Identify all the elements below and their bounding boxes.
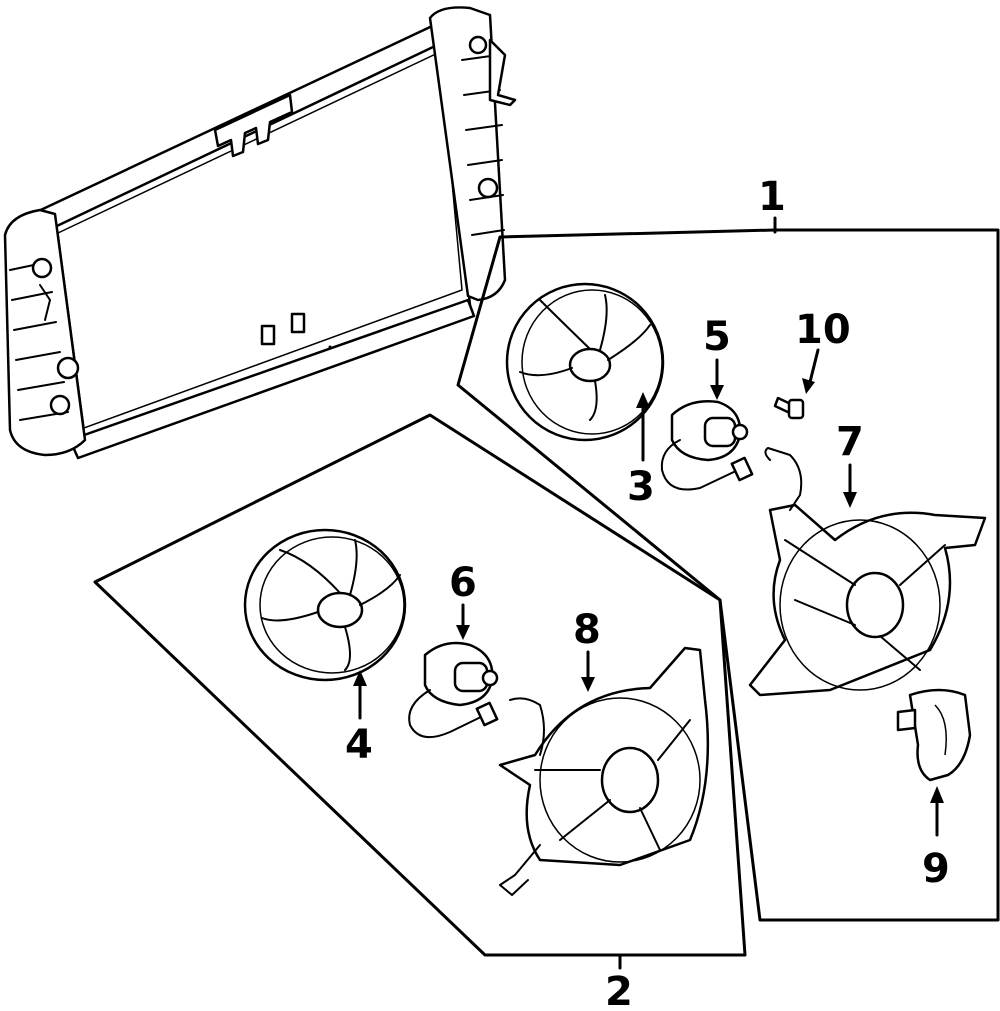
callout-4: 4 <box>345 722 373 768</box>
fan-blade-3 <box>505 282 665 442</box>
callout-3: 3 <box>627 464 655 510</box>
callout-5: 5 <box>703 314 731 360</box>
leader-lines <box>353 216 944 970</box>
callout-7: 7 <box>836 419 864 465</box>
callout-6: 6 <box>449 560 477 606</box>
assembly-1-outline <box>456 228 1000 922</box>
assembly-2-outline <box>93 413 747 957</box>
bracket-9 <box>896 688 972 782</box>
fan-motor-6 <box>408 641 499 739</box>
callout-1: 1 <box>758 174 786 220</box>
callout-9: 9 <box>922 846 950 892</box>
fan-blade-4 <box>243 528 407 682</box>
fan-shroud-8 <box>498 646 710 896</box>
callout-10: 10 <box>795 307 851 353</box>
callout-2: 2 <box>605 969 633 1011</box>
fan-motor-5 <box>660 400 754 491</box>
fan-shroud-7 <box>748 447 987 697</box>
bolt-10 <box>773 396 805 420</box>
radiator <box>3 6 517 460</box>
callout-8: 8 <box>573 607 601 653</box>
